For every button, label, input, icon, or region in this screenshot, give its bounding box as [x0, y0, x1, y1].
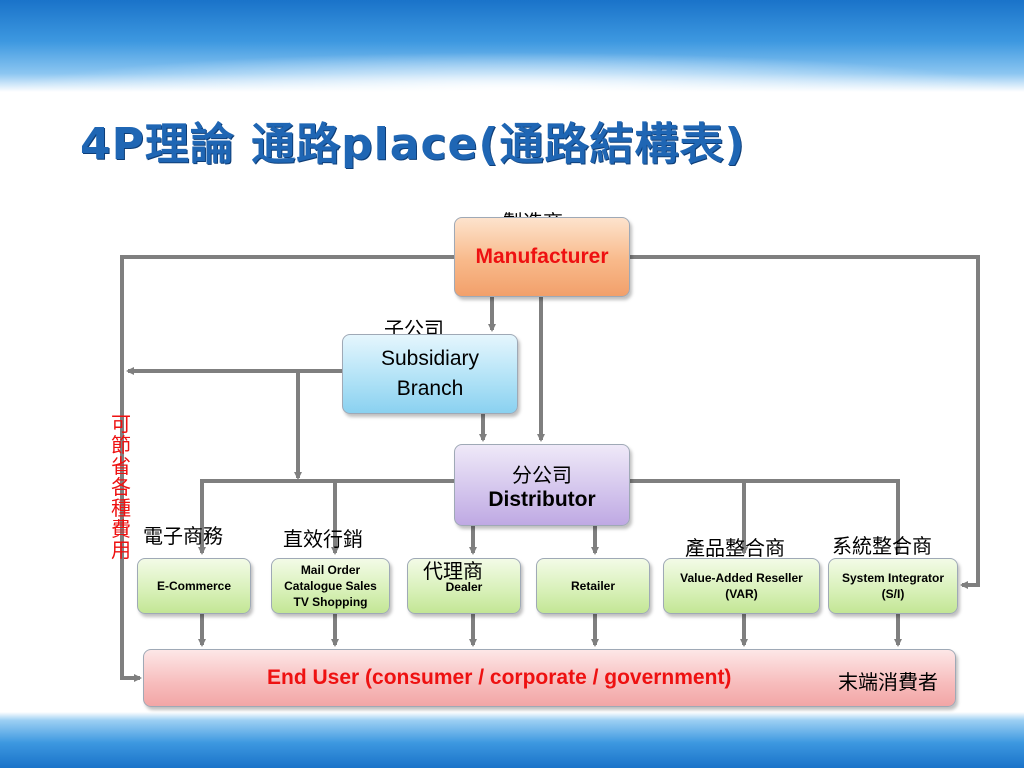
slide-title: 4P理論 通路place(通路結構表) [80, 119, 746, 170]
ecommerce-node: E-Commerce [137, 558, 251, 614]
mail-order-zh-label: 直效行銷 [283, 527, 363, 551]
subsidiary-label-line1: Subsidiary [380, 347, 480, 370]
distributor-label: Distributor [488, 487, 596, 511]
var-zh-label: 產品整合商 [685, 536, 785, 560]
manufacturer-label: Manufacturer [475, 245, 609, 268]
dealer-zh-label: 代理商 [423, 559, 483, 583]
var-node: Value-Added Reseller (VAR) [663, 558, 820, 614]
si-zh-label: 系統整合商 [832, 534, 932, 558]
subsidiary-label-line2: Branch [396, 377, 464, 400]
subsidiary-node: Subsidiary Branch [342, 334, 518, 414]
var-label-line2: (VAR) [725, 587, 758, 601]
si-label-line2: (S/I) [881, 587, 905, 601]
ecommerce-zh-label: 電子商務 [143, 524, 223, 548]
mail-order-node: Mail Order Catalogue Sales TV Shopping [271, 558, 390, 614]
si-node: System Integrator (S/I) [828, 558, 958, 614]
ecommerce-label: E-Commerce [156, 579, 232, 593]
distributor-node: 分公司 Distributor [454, 444, 630, 526]
end-user-node [143, 649, 956, 707]
mail-order-label-line1: Mail Order [300, 563, 361, 577]
distributor-zh-label: 分公司 [512, 462, 572, 487]
end-user-label: End User (consumer / corporate / governm… [267, 666, 732, 689]
retailer-node: Retailer [536, 558, 650, 614]
retailer-label: Retailer [570, 579, 616, 593]
manufacturer-node: Manufacturer [454, 217, 630, 297]
dealer-node: Dealer [407, 558, 521, 614]
cost-saving-note: 可節省各種費用 [111, 412, 131, 562]
mail-order-label-line2: Catalogue Sales [284, 579, 377, 593]
mail-order-label-line3: TV Shopping [293, 595, 368, 609]
var-label-line1: Value-Added Reseller [680, 571, 803, 585]
header-banner [0, 0, 1024, 92]
dealer-label: Dealer [445, 580, 483, 594]
footer-banner [0, 712, 1024, 768]
end-user-zh-label: 末端消費者 [838, 670, 938, 694]
si-label-line1: System Integrator [841, 571, 945, 585]
